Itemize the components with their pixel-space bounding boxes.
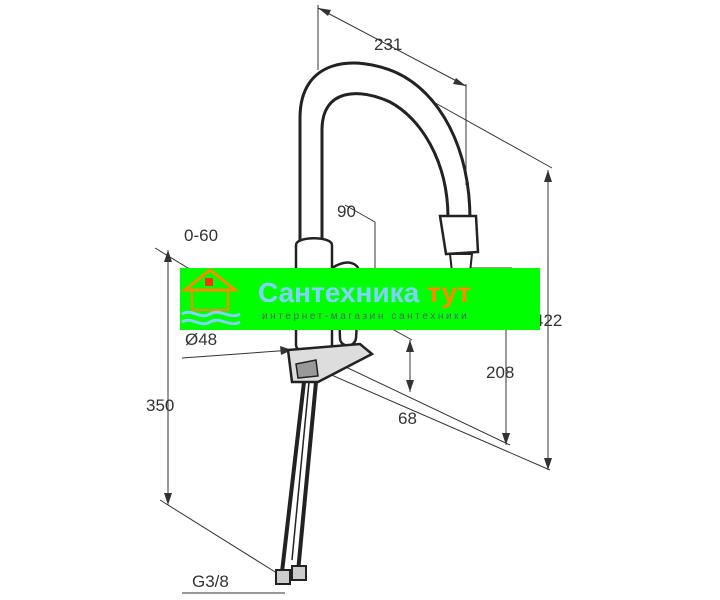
arrow-422-bottom <box>544 458 552 470</box>
dim-422-ext-bottom <box>319 369 551 471</box>
dim-label-350: 350 <box>146 396 175 415</box>
watermark-brand-part2: тут <box>427 277 472 308</box>
hose-middle <box>291 381 310 561</box>
spout-outer <box>298 61 472 250</box>
hose-left <box>280 381 306 573</box>
dim-350-ext-bottom <box>159 499 281 576</box>
arrow-231-right <box>453 78 466 86</box>
arrow-208-bottom <box>502 433 510 445</box>
dim-label-90: 90 <box>337 202 356 221</box>
watermark-brand: Сантехника тут <box>258 279 471 307</box>
spout-inner <box>320 92 450 250</box>
arrow-48 <box>280 346 292 355</box>
watermark-tagline: интернет-магазин сантехники <box>262 311 470 322</box>
arrow-231-left <box>318 8 331 16</box>
hose-right <box>296 381 318 573</box>
arrow-350-top <box>164 250 172 262</box>
dim-label-swivel: 0-60 <box>184 226 219 245</box>
dim-48-leader <box>181 349 293 359</box>
arrow-422-top <box>544 170 552 182</box>
dim-231-line <box>317 7 467 87</box>
dim-label-422: 422 <box>534 311 563 330</box>
mounting-nut <box>295 359 319 379</box>
dim-label-68: 68 <box>398 409 417 428</box>
spray-head <box>438 214 480 256</box>
arrow-68-bottom <box>406 380 414 392</box>
dim-90-line <box>344 204 376 223</box>
dim-label-48: Ø48 <box>185 330 218 349</box>
arrowheads <box>164 8 552 505</box>
dim-label-231: 231 <box>374 35 403 54</box>
arrow-68-top <box>406 340 414 352</box>
hose-fitting-right <box>291 565 307 581</box>
dim-422-ext-top <box>429 99 553 169</box>
dim-label-208: 208 <box>486 363 515 382</box>
hose-fitting-left <box>275 569 291 585</box>
dim-label-g38: G3/8 <box>192 572 229 591</box>
arrow-350-bottom <box>164 493 172 505</box>
watermark-brand-part1: Сантехника <box>258 277 420 308</box>
